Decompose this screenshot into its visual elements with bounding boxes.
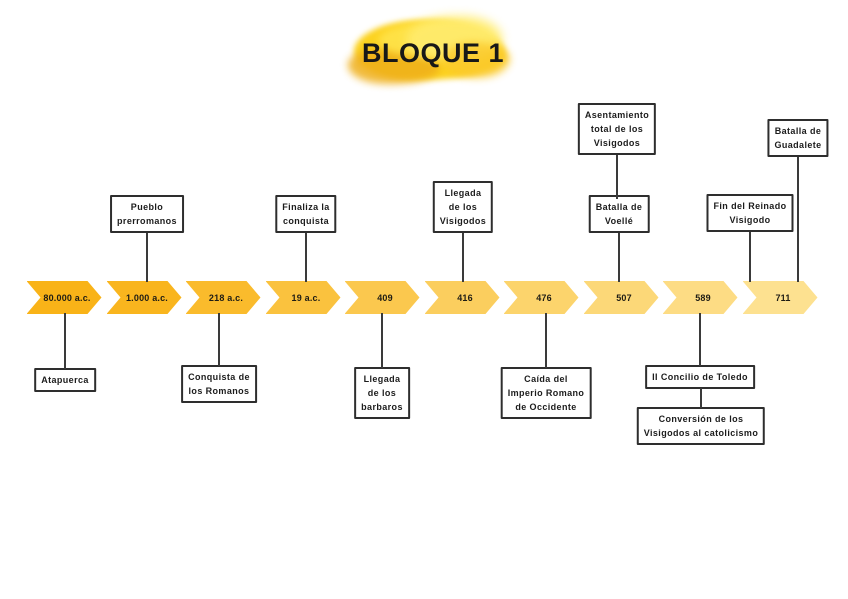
connector-line (545, 313, 547, 368)
timeline-date: 80.000 a.c. (43, 292, 91, 303)
timeline-chevron-4: 19 a.c. (266, 281, 341, 314)
splash-blob (444, 42, 510, 78)
timeline-chevron-5: 409 (345, 281, 420, 314)
timeline-date: 19 a.c. (291, 292, 321, 303)
timeline-date: 1.000 a.c. (125, 292, 169, 303)
event-box: Conquista de los Romanos (181, 365, 257, 403)
event-box: II Concilio de Toledo (645, 365, 755, 389)
timeline-chevron-6: 416 (425, 281, 500, 314)
timeline-date: 409 (377, 292, 393, 303)
connector-line (462, 233, 464, 282)
timeline-date: 589 (695, 292, 711, 303)
timeline-date: 507 (616, 292, 632, 303)
connector-line (305, 233, 307, 282)
event-box: Atapuerca (34, 368, 96, 392)
connector-line (797, 157, 799, 282)
event-box: Conversión de los Visigodos al catolicis… (636, 407, 766, 445)
event-box: Pueblo prerromanos (110, 195, 184, 233)
title-splash (348, 12, 516, 88)
timeline-chevron-3: 218 a.c. (186, 281, 261, 314)
event-box: Fin del Reinado Visigodo (706, 194, 794, 232)
timeline-chevron-8: 507 (584, 281, 659, 314)
connector-line (699, 313, 701, 366)
event-box: Batalla de Guadalete (767, 119, 829, 157)
timeline-date: 218 a.c. (208, 292, 244, 303)
connector-line (616, 155, 618, 199)
timeline-chevron-7: 476 (504, 281, 579, 314)
page-title: BLOQUE 1 (361, 38, 505, 68)
timeline-chevron-10: 711 (743, 281, 818, 314)
timeline-date: 476 (536, 292, 552, 303)
connector-line (749, 232, 751, 282)
connector-line (64, 313, 66, 369)
timeline-chevron-2: 1.000 a.c. (107, 281, 182, 314)
connector-line (381, 313, 383, 368)
timeline-date: 416 (457, 292, 473, 303)
timeline-date: 711 (775, 292, 791, 303)
connector-line (700, 388, 702, 408)
timeline-chevron-9: 589 (663, 281, 738, 314)
connector-line (146, 233, 148, 282)
event-box: Finaliza la conquista (275, 195, 337, 233)
connector-line (618, 233, 620, 282)
timeline-chevron-1: 80.000 a.c. (27, 281, 102, 314)
event-box: Caída del Imperio Romano de Occidente (500, 367, 592, 419)
event-box: Asentamiento total de los Visigodos (577, 103, 657, 155)
event-box: Batalla de Voellé (588, 195, 650, 233)
event-box: Llegada de los barbaros (354, 367, 410, 419)
connector-line (218, 313, 220, 366)
event-box: Llegada de los Visigodos (432, 181, 494, 233)
